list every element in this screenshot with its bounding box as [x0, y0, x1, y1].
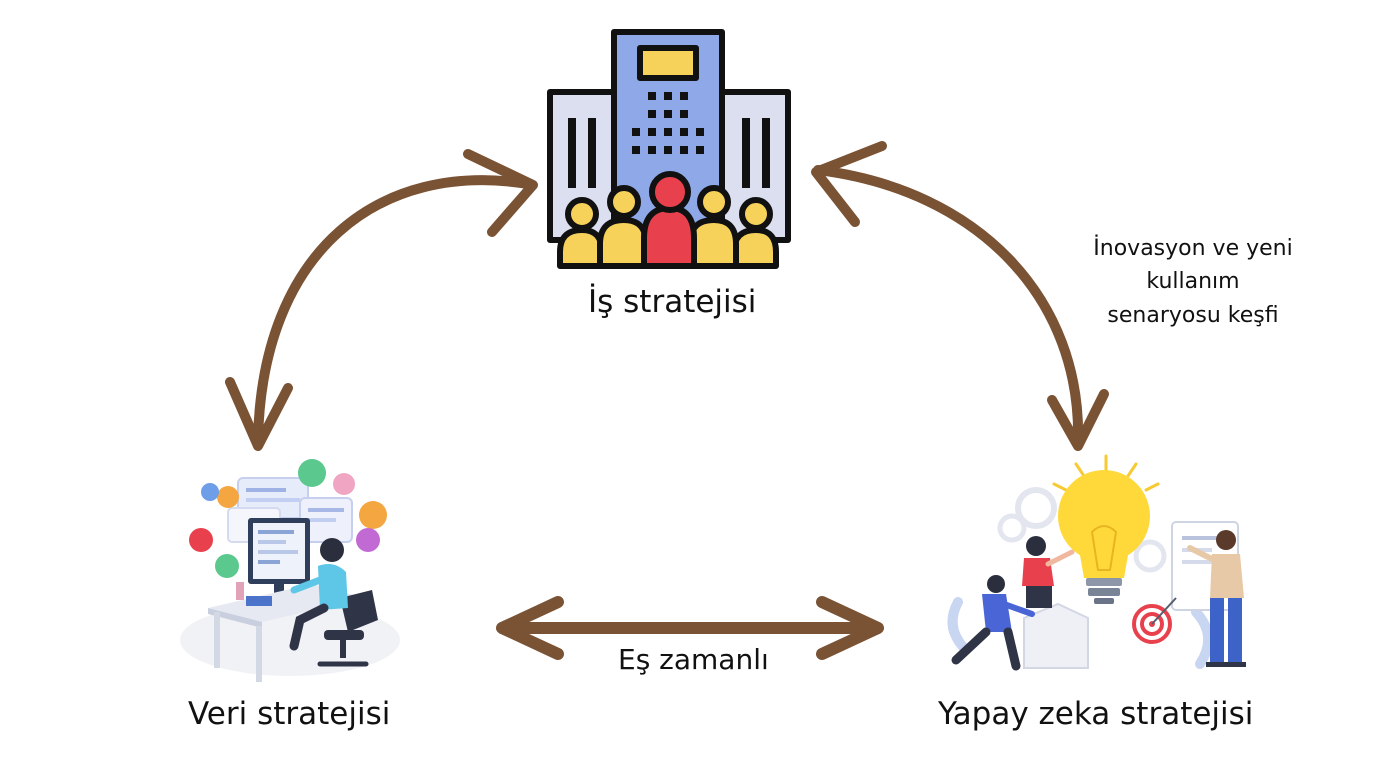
arrow-business-data: [225, 149, 538, 451]
arrow-business-ai: [811, 141, 1109, 451]
lightbulb-team-icon: [947, 454, 1246, 671]
office-building-team-icon: [547, 29, 791, 269]
simultaneous-edge-label: Eş zamanlı: [618, 643, 769, 676]
data-strategy-label: Veri stratejisi: [188, 696, 391, 732]
business-strategy-label: İş stratejisi: [588, 284, 757, 320]
innovation-edge-label: İnovasyon ve yeni kullanım senaryosu keş…: [1093, 236, 1293, 328]
ai-strategy-label: Yapay zeka stratejisi: [938, 696, 1254, 732]
developer-workstation-icon: [180, 459, 400, 682]
arrow-data-ai: [496, 596, 884, 660]
